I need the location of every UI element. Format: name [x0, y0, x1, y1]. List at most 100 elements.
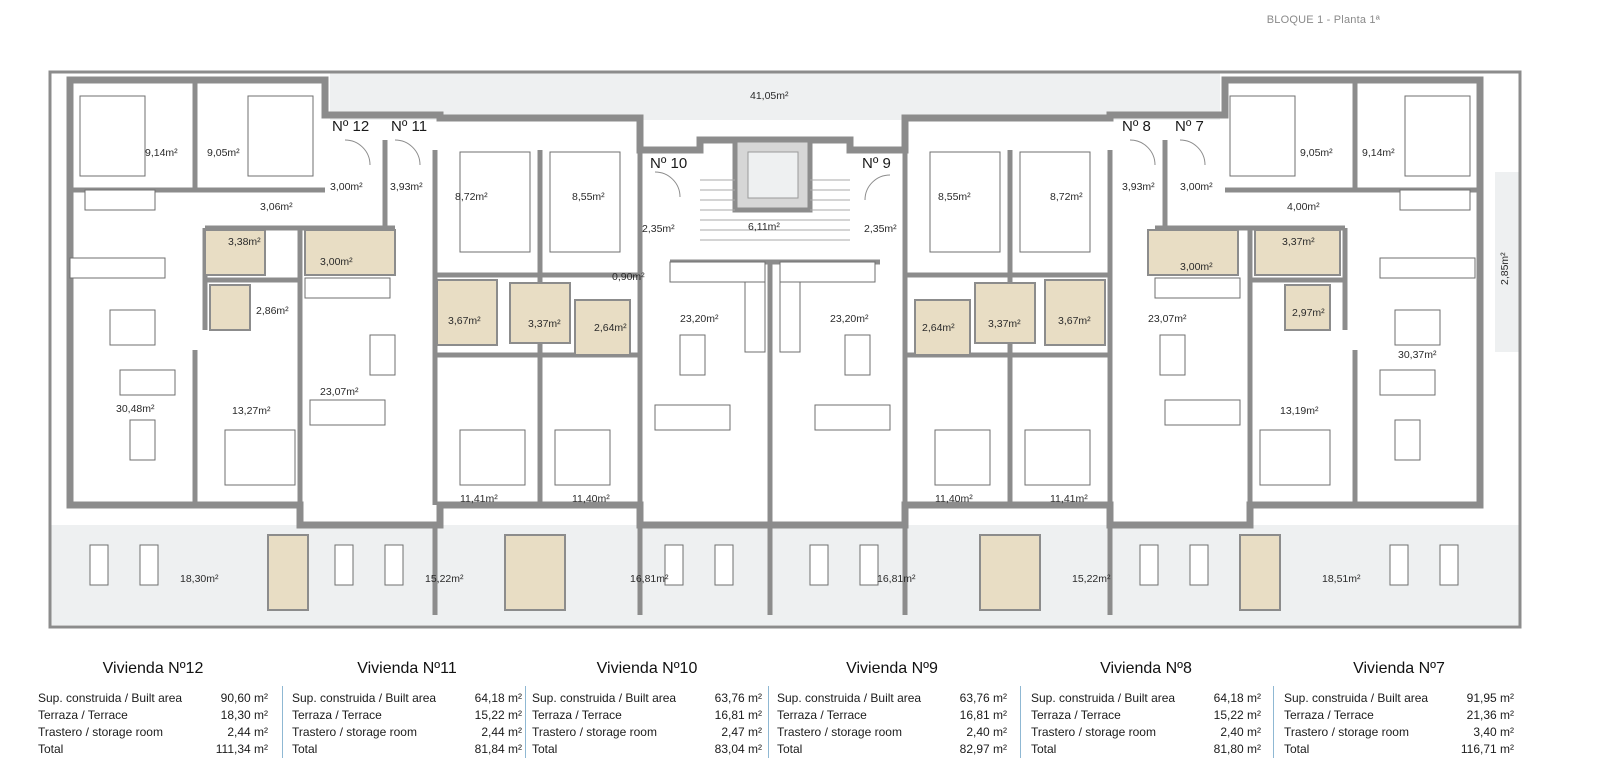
area-label: 64,18 m²: [1213, 691, 1261, 705]
area-label: 15,22 m²: [1213, 708, 1261, 722]
area-landing: 0,90m²: [612, 271, 645, 283]
area-label: 23,07m²: [1148, 313, 1187, 325]
area-label: Trastero / storage room: [532, 725, 657, 739]
storage-u9: [979, 534, 1041, 611]
area-label: 63,76 m²: [959, 691, 1007, 705]
area-label: 3,93m²: [1122, 181, 1155, 193]
area-label: 3,06m²: [260, 201, 293, 213]
area-side-terrace: 2,85m²: [1499, 252, 1511, 285]
area-label: 16,81 m²: [959, 708, 1007, 722]
area-label: 3,93m²: [390, 181, 423, 193]
area-label: 83,04 m²: [714, 742, 762, 756]
summary-unit-11: Vivienda Nº11 Sup. construida / Built ar…: [292, 660, 522, 758]
area-label: Trastero / storage room: [1031, 725, 1156, 739]
area-label: 2,44 m²: [227, 725, 268, 739]
summary-title: Vivienda Nº7: [1353, 660, 1445, 677]
area-label: 30,48m²: [116, 403, 155, 415]
area-label: Sup. construida / Built area: [777, 691, 922, 705]
area-label: 15,22 m²: [474, 708, 522, 722]
storage-u12: [267, 534, 309, 611]
area-stair: 6,11m²: [748, 221, 780, 233]
area-label: Trastero / storage room: [38, 725, 163, 739]
area-label: 21,36 m²: [1466, 708, 1514, 722]
area-label: Sup. construida / Built area: [1284, 691, 1429, 705]
area-label: 3,40 m²: [1473, 725, 1514, 739]
separator: [1273, 686, 1274, 758]
unit-label-12: Nº 12: [332, 118, 369, 135]
summary-title: Vivienda Nº12: [102, 660, 204, 677]
page-title: BLOQUE 1 - Planta 1ª: [1266, 14, 1380, 26]
area-label: Sup. construida / Built area: [38, 691, 183, 705]
bath-u11-2: [436, 279, 498, 346]
storage-u7: [1239, 534, 1281, 611]
bath-u11-1: [304, 229, 396, 276]
area-label: 18,30 m²: [220, 708, 268, 722]
unit-label-11: Nº 11: [391, 118, 427, 135]
area-label: 3,38m²: [228, 236, 261, 248]
separator: [525, 686, 526, 758]
unit-label-8: Nº 8: [1122, 118, 1151, 135]
summary-unit-9: Vivienda Nº9 Sup. construida / Built are…: [777, 660, 1007, 758]
bath-u10-2: [574, 299, 631, 356]
area-label: 2,40 m²: [966, 725, 1007, 739]
area-label: 11,41m²: [460, 493, 498, 505]
unit-label-7: Nº 7: [1175, 118, 1204, 135]
bath-u12-2: [209, 284, 251, 331]
area-label: 18,30m²: [180, 573, 219, 585]
separator: [768, 686, 769, 758]
area-label: 81,80 m²: [1213, 742, 1261, 756]
area-label: Trastero / storage room: [777, 725, 902, 739]
area-label: 18,51m²: [1322, 573, 1361, 585]
area-label: 9,05m²: [207, 147, 240, 159]
area-label: 23,20m²: [830, 313, 869, 325]
storage-u11: [504, 534, 566, 611]
area-label: 13,27m²: [232, 405, 271, 417]
area-label: 91,95 m²: [1466, 691, 1514, 705]
area-label: 64,18 m²: [474, 691, 522, 705]
area-label: 16,81m²: [877, 573, 916, 585]
area-label: 13,19m²: [1280, 405, 1319, 417]
area-label: 11,41m²: [1050, 493, 1088, 505]
area-label: 90,60 m²: [220, 691, 268, 705]
bath-u9-1: [914, 299, 971, 356]
area-label: Trastero / storage room: [1284, 725, 1409, 739]
area-label: 111,34 m²: [215, 742, 268, 756]
area-label: 11,40m²: [935, 493, 973, 505]
area-label: Total: [1031, 742, 1057, 756]
area-label: Sup. construida / Built area: [532, 691, 677, 705]
area-label: 3,37m²: [988, 318, 1021, 330]
bath-u7-1: [1254, 229, 1341, 276]
area-label: 2,35m²: [864, 223, 897, 235]
area-label: 9,14m²: [145, 147, 178, 159]
area-label: 15,22m²: [425, 573, 464, 585]
area-label: 8,72m²: [455, 191, 488, 203]
area-label: 2,40 m²: [1220, 725, 1261, 739]
area-label: Terraza / Terrace: [532, 708, 622, 722]
summary-unit-12: Vivienda Nº12 Sup. construida / Built ar…: [38, 660, 268, 758]
unit-label-10: Nº 10: [650, 155, 687, 172]
area-label: Total: [532, 742, 558, 756]
area-label: Terraza / Terrace: [292, 708, 382, 722]
area-label: 30,37m²: [1398, 349, 1437, 361]
area-label: 3,00m²: [320, 256, 353, 268]
separator: [1020, 686, 1021, 758]
area-label: 8,55m²: [938, 191, 971, 203]
area-label: 16,81 m²: [714, 708, 762, 722]
area-label: 63,76 m²: [714, 691, 762, 705]
side-terrace: [1495, 172, 1520, 352]
bath-u12-1: [204, 229, 266, 276]
area-label: 3,37m²: [528, 318, 561, 330]
area-label: 82,97 m²: [959, 742, 1007, 756]
unit-label-9: Nº 9: [862, 155, 891, 172]
area-label: Total: [292, 742, 318, 756]
area-label: Terraza / Terrace: [1031, 708, 1121, 722]
area-label: 2,35m²: [642, 223, 675, 235]
area-label: 3,00m²: [330, 181, 363, 193]
area-label: 3,67m²: [1058, 315, 1091, 327]
area-label: 3,00m²: [1180, 261, 1213, 273]
bath-u10-1: [509, 282, 571, 344]
bath-u8-2: [1147, 229, 1239, 276]
area-label: 8,55m²: [572, 191, 605, 203]
area-label: Terraza / Terrace: [777, 708, 867, 722]
area-label: 3,37m²: [1282, 236, 1315, 248]
